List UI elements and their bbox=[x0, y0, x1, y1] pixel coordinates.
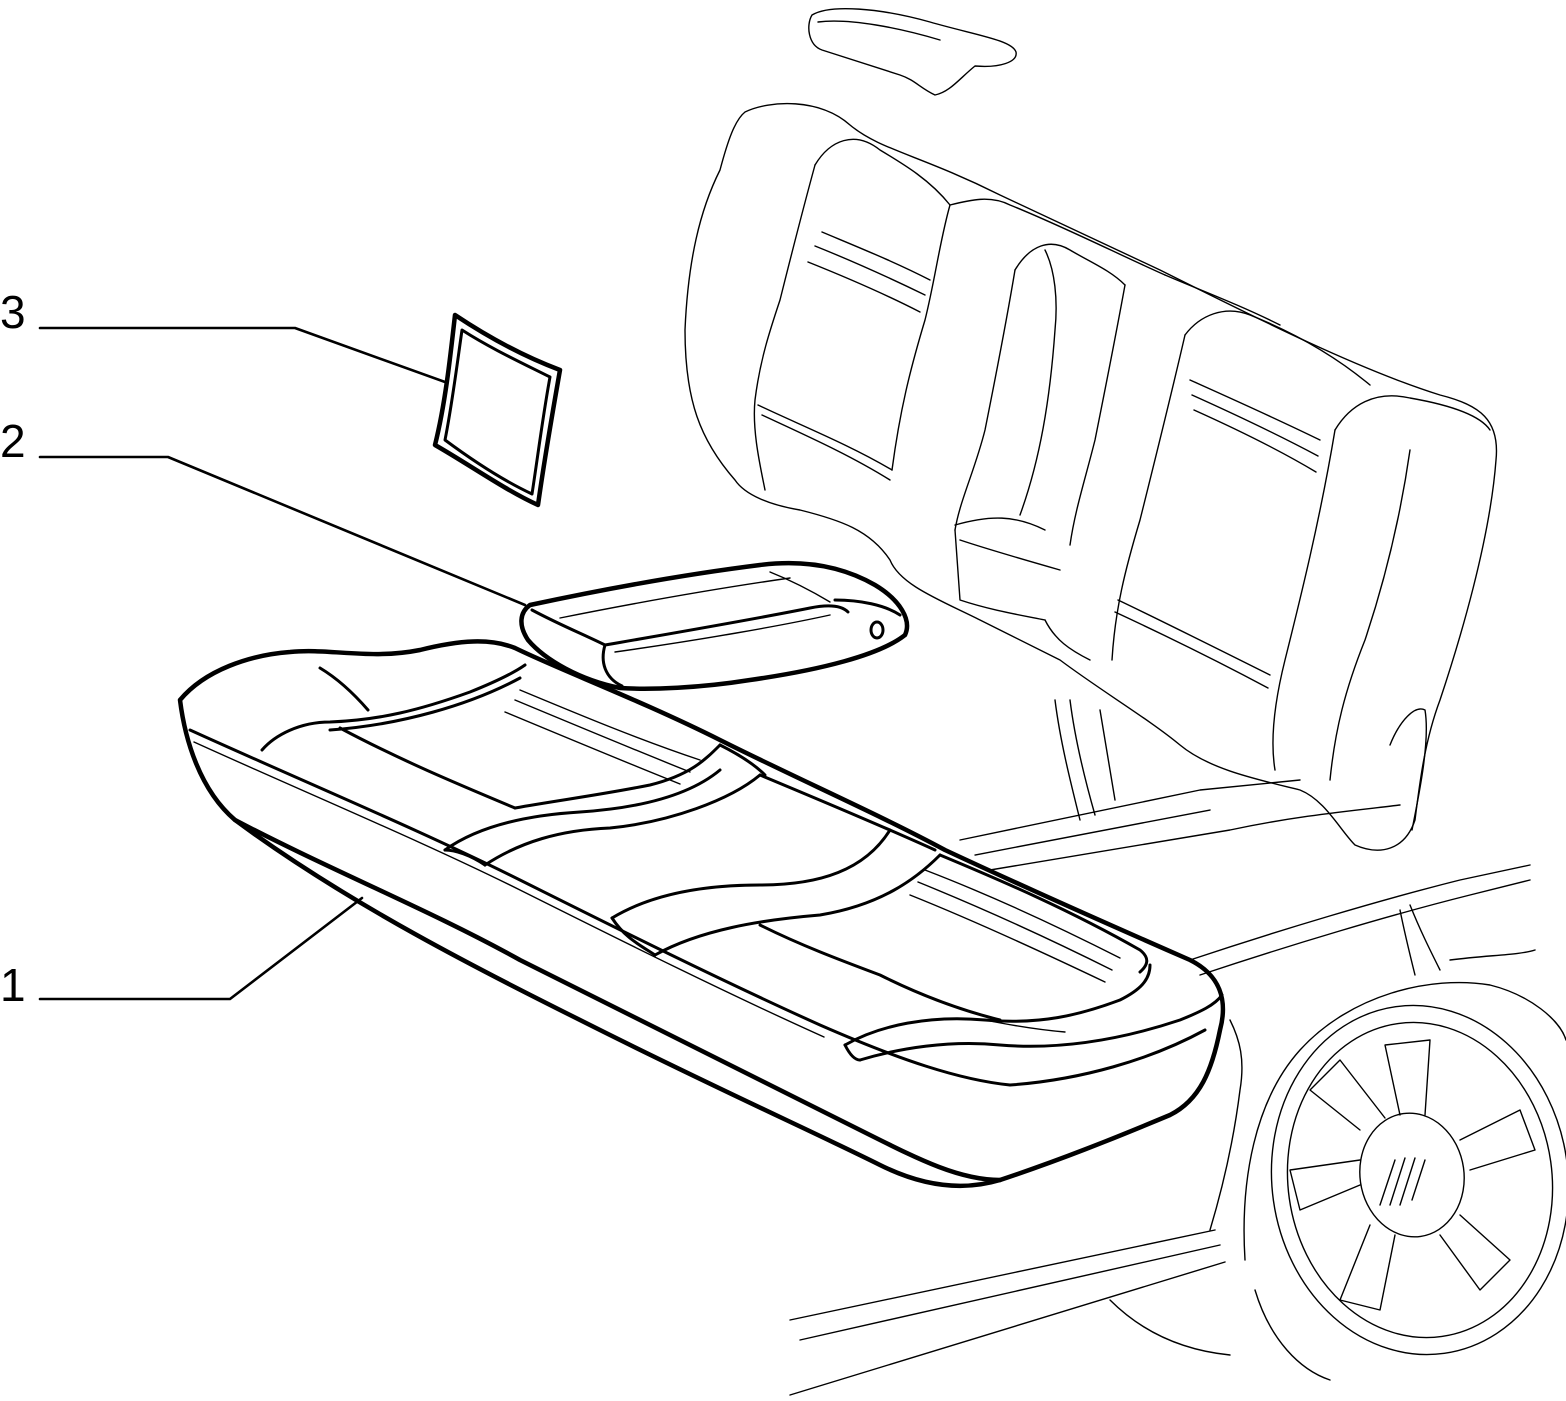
part-1-seat-cushion-cover bbox=[177, 639, 1226, 1189]
leader-line-3 bbox=[38, 326, 447, 384]
seat-backrest-outline bbox=[684, 8, 1498, 851]
leader-line-1 bbox=[38, 896, 364, 1001]
part-2-armrest-cover bbox=[519, 560, 910, 691]
callout-2: 2 bbox=[0, 415, 26, 467]
callout-1: 1 bbox=[0, 959, 26, 1011]
part-3-cover-patch bbox=[432, 312, 563, 508]
car-body-outline bbox=[789, 699, 1566, 1396]
leader-line-2 bbox=[38, 455, 527, 607]
callout-3: 3 bbox=[0, 286, 26, 338]
leader-lines bbox=[38, 326, 527, 1001]
